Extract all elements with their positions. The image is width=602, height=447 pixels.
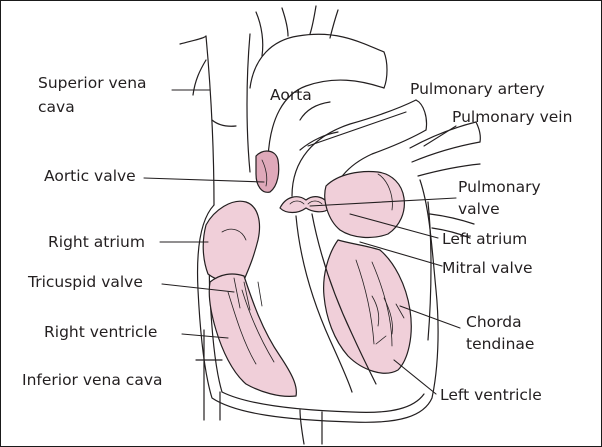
label-superior-vena-cava-line2: cava	[38, 98, 75, 117]
label-pulmonary-valve-line1: Pulmonary	[458, 178, 541, 197]
label-mitral-valve: Mitral valve	[442, 259, 533, 278]
label-chorda-tendinae-line1: Chorda	[466, 313, 522, 332]
label-left-ventricle: Left ventricle	[440, 386, 542, 405]
pulmonary-valve-shape	[280, 197, 330, 213]
label-superior-vena-cava-line1: Superior vena	[38, 74, 147, 93]
leader-aortic-valve	[144, 178, 264, 182]
label-pulmonary-vein: Pulmonary vein	[452, 108, 572, 127]
label-inferior-vena-cava: Inferior vena cava	[22, 371, 163, 390]
aortic-valve-shape	[256, 151, 279, 192]
label-right-ventricle: Right ventricle	[44, 323, 157, 342]
label-right-atrium: Right atrium	[48, 233, 145, 252]
label-aortic-valve: Aortic valve	[44, 167, 136, 186]
leader-pulmonary-vein	[424, 126, 456, 146]
label-aorta: Aorta	[270, 86, 312, 105]
label-chorda-tendinae-line2: tendinae	[466, 335, 534, 354]
leader-left-ventricle	[394, 360, 436, 394]
label-tricuspid-valve: Tricuspid valve	[28, 273, 143, 292]
right-atrium-chamber	[203, 201, 259, 282]
descending-aorta	[300, 410, 322, 444]
right-ventricle-chamber	[209, 274, 296, 396]
leader-pulmonary-artery	[308, 112, 406, 146]
leader-lines	[144, 90, 460, 394]
label-pulmonary-valve-line2: valve	[458, 200, 500, 219]
label-pulmonary-artery: Pulmonary artery	[410, 80, 545, 99]
aorta-vessel	[250, 6, 387, 158]
label-left-atrium: Left atrium	[442, 230, 527, 249]
left-ventricle-chamber	[324, 240, 412, 373]
